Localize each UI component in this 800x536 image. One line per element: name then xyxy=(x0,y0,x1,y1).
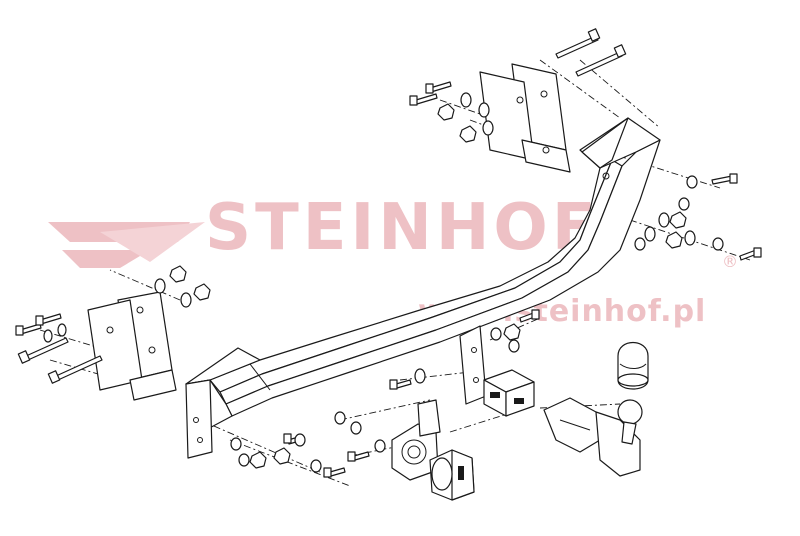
socket-plate-icon xyxy=(459,325,487,405)
tow-ball-icon xyxy=(543,397,643,477)
bolt-icon xyxy=(15,28,762,478)
connector-block-icon xyxy=(483,369,535,417)
socket-plate-icon xyxy=(391,399,441,481)
tow-bar-crossbeam-icon xyxy=(185,117,661,433)
nut-icon xyxy=(169,103,687,469)
brand-name: STEINHOF xyxy=(205,191,600,265)
mounting-bracket-icon xyxy=(87,291,213,459)
assembly-guide-lines xyxy=(39,59,751,487)
brand-registered-mark: ® xyxy=(722,252,738,271)
mounting-bracket-icon xyxy=(479,63,571,173)
washer-icon xyxy=(43,92,724,473)
electrical-socket-icon xyxy=(429,449,475,501)
ball-cover-cap-icon xyxy=(617,342,649,390)
